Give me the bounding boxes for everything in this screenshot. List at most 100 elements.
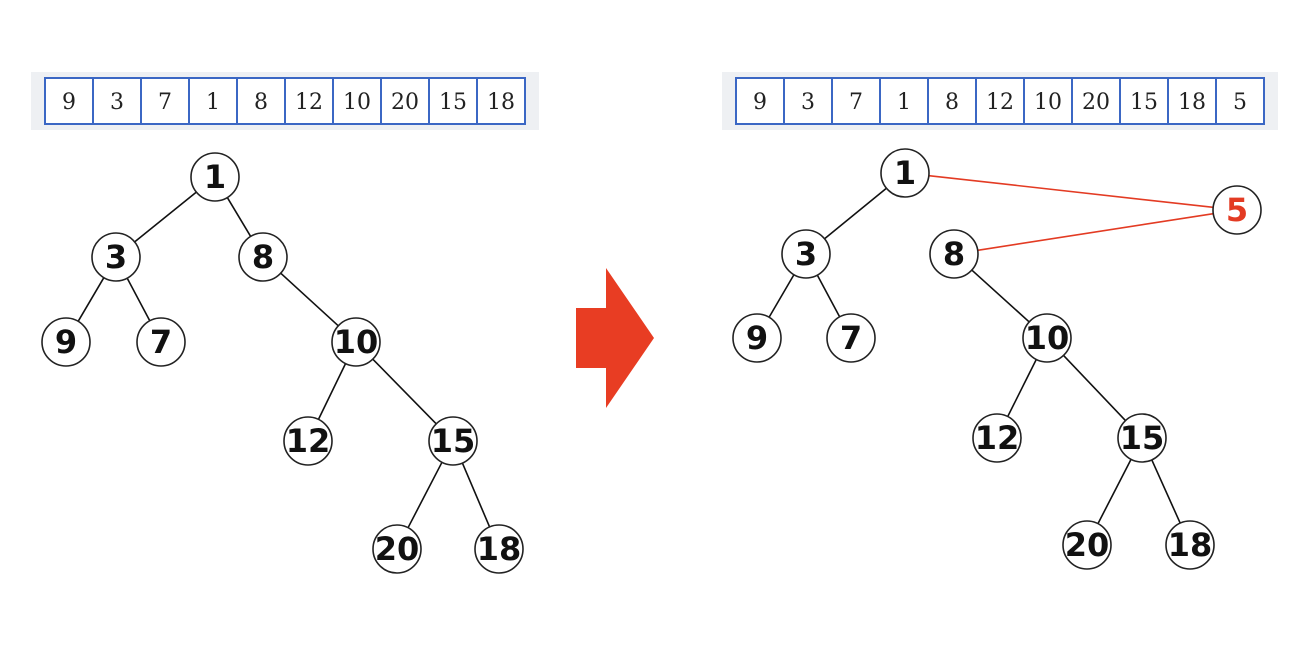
left-edge-n10-n12 — [317, 363, 347, 420]
left-array-cell — [284, 77, 334, 125]
left-array-cell-value: 20 — [391, 90, 419, 115]
left-node-1: 1 — [190, 152, 240, 202]
left-array-cell-value: 7 — [158, 90, 172, 115]
left-array-cell-value: 8 — [254, 90, 268, 115]
right-array-cell-value: 8 — [945, 90, 959, 115]
left-array-cell — [140, 77, 190, 125]
left-node-circle — [474, 524, 524, 574]
right-node-3: 3 — [781, 229, 831, 279]
right-node-circle — [826, 313, 876, 363]
right-node-label: 9 — [746, 319, 768, 357]
right-node-9: 9 — [732, 313, 782, 363]
right-node-circle — [972, 413, 1022, 463]
left-node-10: 10 — [331, 317, 381, 367]
left-node-circle — [428, 416, 478, 466]
right-node-7: 7 — [826, 313, 876, 363]
right-node-18: 18 — [1165, 520, 1215, 570]
right-array-cell-value: 15 — [1130, 90, 1158, 115]
right-node-10: 10 — [1022, 313, 1072, 363]
left-node-circle — [372, 524, 422, 574]
right-node-circle — [781, 229, 831, 279]
left-node-circle — [91, 232, 141, 282]
left-node-12: 12 — [283, 416, 333, 466]
left-node-label: 12 — [286, 422, 331, 460]
right-node-label: 7 — [840, 319, 862, 357]
left-node-7: 7 — [136, 317, 186, 367]
left-array-cell — [380, 77, 430, 125]
left-array-cell — [236, 77, 286, 125]
left-array-cell — [188, 77, 238, 125]
left-array-cell-value: 3 — [110, 90, 124, 115]
left-node-circle — [136, 317, 186, 367]
left-node-label: 1 — [204, 158, 226, 196]
right-array-cell — [1215, 77, 1265, 125]
right-edge-r10-r15 — [1062, 354, 1127, 422]
right-array-cell-value: 7 — [849, 90, 863, 115]
left-array-cell-value: 12 — [295, 90, 323, 115]
right-array-cell — [1119, 77, 1169, 125]
right-arrow-icon — [576, 268, 654, 408]
left-node-circle — [331, 317, 381, 367]
left-edge-n3-n9 — [77, 277, 105, 322]
right-array-cell — [735, 77, 785, 125]
left-node-circle — [283, 416, 333, 466]
right-array-cell-value: 5 — [1233, 90, 1247, 115]
left-node-circle — [238, 232, 288, 282]
left-array-cell-value: 15 — [439, 90, 467, 115]
right-node-circle — [1212, 185, 1262, 235]
right-array-cell — [879, 77, 929, 125]
right-array-cell-value: 20 — [1082, 90, 1110, 115]
left-tree-edges — [77, 191, 491, 529]
right-node-circle — [929, 229, 979, 279]
right-node-label: 10 — [1025, 319, 1070, 357]
left-node-8: 8 — [238, 232, 288, 282]
left-node-3: 3 — [91, 232, 141, 282]
left-array-cell — [92, 77, 142, 125]
left-tree-nodes: 1 3 8 9 7 10 12 15 20 18 — [41, 152, 524, 574]
right-array-cell — [1167, 77, 1217, 125]
right-node-circle — [1165, 520, 1215, 570]
right-node-label: 15 — [1120, 419, 1165, 457]
left-node-label: 8 — [252, 238, 274, 276]
left-edge-n8-n10 — [280, 272, 339, 327]
right-edge-r3-r7 — [816, 274, 841, 318]
left-node-15: 15 — [428, 416, 478, 466]
right-array-cell — [1071, 77, 1121, 125]
right-node-circle — [1117, 413, 1167, 463]
left-node-label: 9 — [55, 323, 77, 361]
right-array-cell-value: 1 — [897, 90, 911, 115]
right-node-label: 5 — [1226, 191, 1248, 229]
right-node-circle — [732, 313, 782, 363]
right-node-label: 20 — [1065, 526, 1110, 564]
left-node-20: 20 — [372, 524, 422, 574]
right-array-cell-value: 12 — [986, 90, 1014, 115]
left-node-circle — [41, 317, 91, 367]
left-edge-n1-n8 — [226, 197, 252, 237]
right-array-cell-value: 10 — [1034, 90, 1062, 115]
left-node-label: 18 — [477, 530, 522, 568]
right-node-12: 12 — [972, 413, 1022, 463]
right-edge-r15-r20 — [1097, 458, 1132, 525]
left-edge-n3-n7 — [126, 277, 151, 322]
left-array-cell-value: 10 — [343, 90, 371, 115]
left-node-18: 18 — [474, 524, 524, 574]
right-node-label: 3 — [795, 235, 817, 273]
right-array-cell-value: 3 — [801, 90, 815, 115]
left-node-9: 9 — [41, 317, 91, 367]
right-edge-r8-r5 — [977, 212, 1214, 252]
right-node-15: 15 — [1117, 413, 1167, 463]
right-array-cell-value: 9 — [753, 90, 767, 115]
left-node-label: 3 — [105, 238, 127, 276]
right-node-circle — [880, 148, 930, 198]
right-node-5: 5 — [1212, 185, 1262, 235]
left-node-label: 10 — [334, 323, 379, 361]
right-node-8: 8 — [929, 229, 979, 279]
right-node-circle — [1062, 520, 1112, 570]
right-node-label: 18 — [1168, 526, 1213, 564]
left-edge-n10-n15 — [372, 358, 437, 425]
right-array-cell — [783, 77, 833, 125]
